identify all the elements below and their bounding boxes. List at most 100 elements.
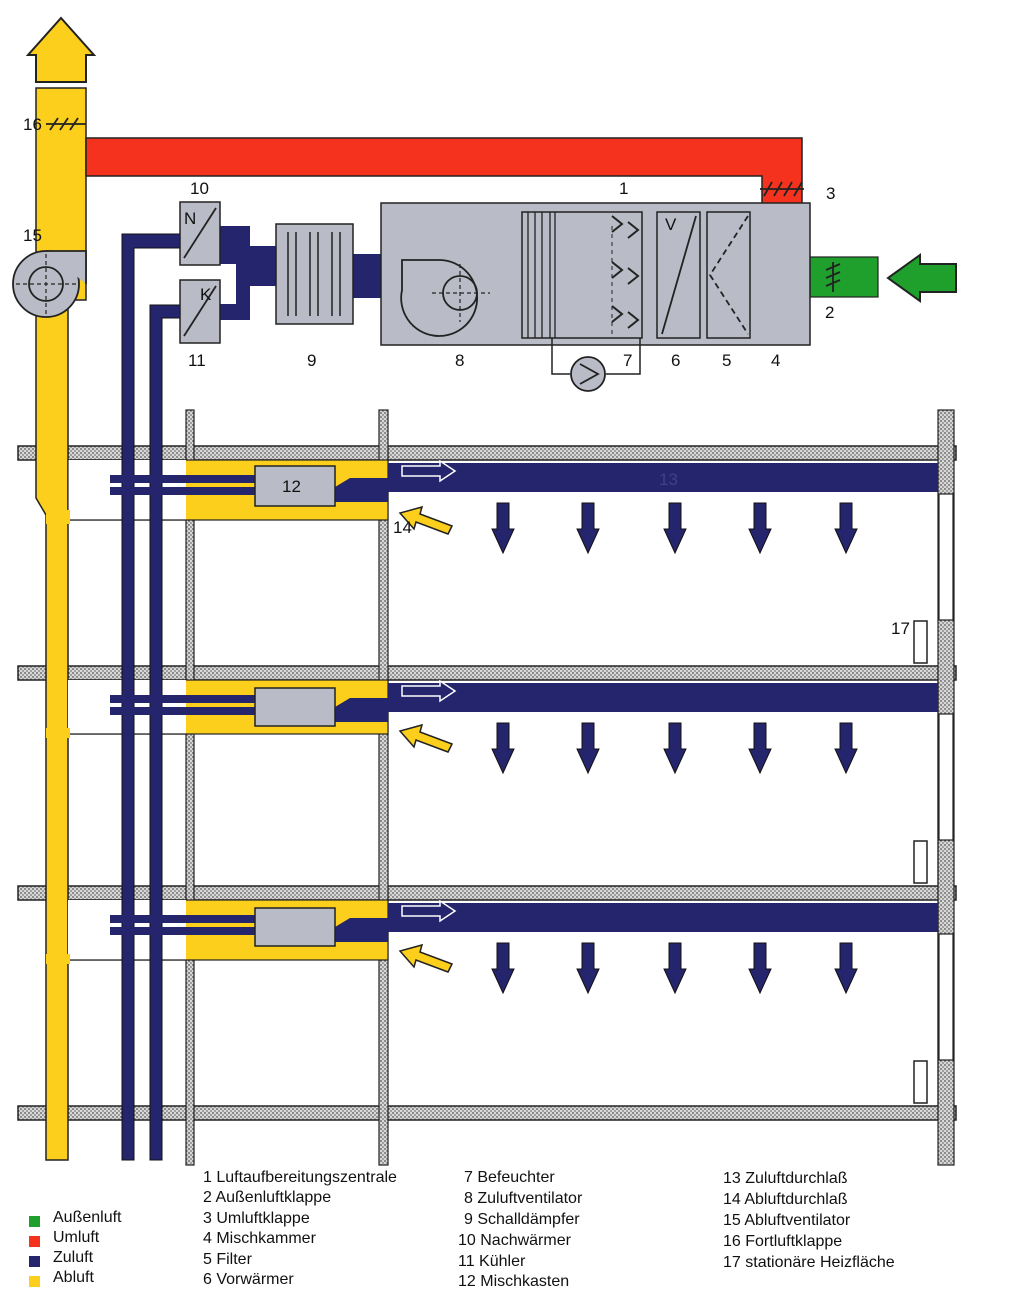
- floor-slab-3: [17, 885, 957, 901]
- zuluft-down-arrow: [663, 942, 687, 995]
- legend-label-zuluft: Zuluft: [53, 1249, 94, 1266]
- aussenluft-intake: [809, 253, 957, 303]
- vorwaermer-coil: [656, 211, 701, 339]
- umluftklappe-icon: [760, 181, 804, 197]
- zuluft-down-arrow: [491, 722, 515, 775]
- kuehler-letter: K: [200, 285, 212, 304]
- zuluft-down-arrows: [491, 502, 858, 995]
- zuluft-duct-floor-2: [335, 683, 938, 722]
- abluft-inlet-arrow-3: [398, 943, 454, 973]
- zuluft-down-arrow: [491, 502, 515, 555]
- zuluftventilator-icon: [400, 259, 490, 337]
- label-17: 17: [891, 619, 910, 638]
- legend-item: 10 Nachwärmer: [458, 1232, 571, 1249]
- legend-item: 4 Mischkammer: [203, 1230, 316, 1247]
- befeuchter-pump-icon: [551, 338, 641, 392]
- label-8: 8: [455, 351, 464, 370]
- label-6: 6: [671, 351, 680, 370]
- legend-item: 15 Abluftventilator: [723, 1212, 851, 1229]
- legend-label-abluft: Abluft: [53, 1269, 94, 1286]
- filter-icon: [706, 211, 751, 339]
- legend-item: 6 Vorwärmer: [203, 1271, 294, 1288]
- label-5: 5: [722, 351, 731, 370]
- heizflaeche-3: [913, 1060, 928, 1104]
- abluft-riser: [35, 87, 87, 1161]
- column-left: [185, 409, 195, 1166]
- abluft-inlet-arrow-1: [398, 505, 454, 535]
- zuluft-down-arrow: [576, 942, 600, 995]
- component-number-labels: 1 2 3 4 5 6 7 8 9 10 11 12 13 14 15 16 1…: [23, 115, 910, 638]
- legend-label-aussenluft: Außenluft: [53, 1209, 122, 1226]
- legend-item: 2 Außenluftklappe: [203, 1189, 332, 1206]
- zuluft-system: [110, 226, 938, 1161]
- legend-item: 3 Umluftklappe: [203, 1210, 310, 1227]
- legend-swatch-zuluft: [29, 1256, 40, 1267]
- zuluft-duct-floor-1: [335, 463, 938, 502]
- legend-item: 16 Fortluftklappe: [723, 1233, 843, 1250]
- zuluft-down-arrow: [748, 502, 772, 555]
- label-15: 15: [23, 226, 42, 245]
- heizflaeche-1: [913, 620, 928, 664]
- label-16: 16: [23, 115, 42, 134]
- legend-item: 13 Zuluftdurchlaß: [723, 1170, 848, 1187]
- zuluft-down-arrow: [663, 722, 687, 775]
- label-3: 3: [826, 184, 835, 203]
- legend-item: 14 Abluftdurchlaß: [723, 1191, 848, 1208]
- kuehler-box: K: [179, 279, 221, 344]
- floor-slab-1: [17, 445, 957, 461]
- legend-swatch-aussenluft: [29, 1216, 40, 1227]
- heizflaeche-2: [913, 840, 928, 884]
- legend-item: 8 Zuluftventilator: [464, 1190, 583, 1207]
- floor-slab-4: [17, 1105, 957, 1121]
- label-4: 4: [771, 351, 780, 370]
- zuluft-down-arrow: [491, 942, 515, 995]
- window-1: [938, 493, 954, 621]
- aussenluft-damper-duct: [809, 256, 879, 298]
- zuluft-down-arrow: [576, 722, 600, 775]
- legend-item: 12 Mischkasten: [458, 1273, 570, 1290]
- label-11: 11: [188, 351, 206, 370]
- abluft-inlet-arrow-2: [398, 723, 454, 753]
- vorwaermer-letter: V: [665, 215, 677, 234]
- window-2: [938, 713, 954, 841]
- zuluft-down-arrow: [834, 502, 858, 555]
- fortluftklappe-icon: [46, 117, 86, 131]
- label-14: 14: [393, 518, 412, 537]
- zuluft-down-arrow: [748, 942, 772, 995]
- legend-item: 11 Kühler: [458, 1253, 526, 1270]
- fortluft-arrow: [25, 16, 97, 83]
- zuluft-down-arrow: [834, 722, 858, 775]
- befeuchter-section: [521, 211, 643, 339]
- abluftventilator-icon: [12, 250, 87, 318]
- legend-item: 7 Befeuchter: [464, 1169, 555, 1186]
- building-structure: [17, 409, 957, 1166]
- label-1: 1: [619, 179, 628, 198]
- air-handling-unit: [380, 181, 811, 392]
- aussenluft-arrow: [886, 253, 957, 303]
- legend-item: 1 Luftaufbereitungszentrale: [203, 1169, 397, 1186]
- label-13: 13: [659, 470, 678, 489]
- zuluft-down-arrow: [834, 942, 858, 995]
- legend-label-umluft: Umluft: [53, 1229, 100, 1246]
- zuluft-down-arrow: [576, 502, 600, 555]
- label-7: 7: [623, 351, 632, 370]
- zuluft-duct-floor-3: [335, 903, 938, 942]
- label-2: 2: [825, 303, 834, 322]
- zuluft-down-arrow: [663, 502, 687, 555]
- zuluft-down-arrow: [748, 722, 772, 775]
- label-12: 12: [282, 477, 301, 496]
- column-middle: [378, 409, 389, 1166]
- floor-slab-2: [17, 665, 957, 681]
- legend-swatch-umluft: [29, 1236, 40, 1247]
- mischkasten-floor-1: [254, 465, 336, 507]
- mischkasten-floor-3: [254, 907, 336, 947]
- nachwaermer-letter: N: [184, 209, 196, 228]
- label-10: 10: [190, 179, 209, 198]
- legend-item: 17 stationäre Heizfläche: [723, 1254, 895, 1271]
- schalldaempfer: [275, 223, 354, 325]
- legend-item: 5 Filter: [203, 1251, 252, 1268]
- legend-item: 9 Schalldämpfer: [464, 1211, 580, 1228]
- mischkasten-floor-2: [254, 687, 336, 727]
- window-3: [938, 933, 954, 1061]
